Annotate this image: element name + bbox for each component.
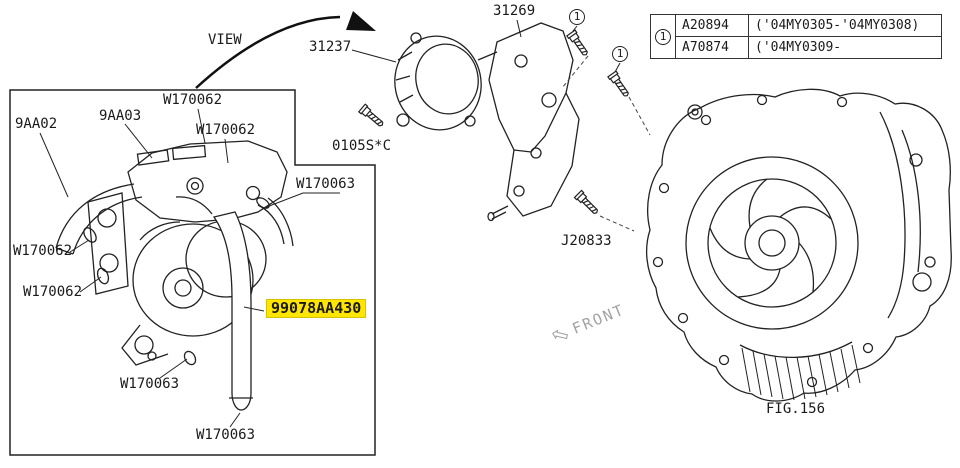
bolt-callout1-a-icon	[566, 29, 588, 56]
highlighted-part-label-99078aa430[interactable]: 99078AA430	[266, 299, 367, 318]
detail-leader-lines	[39, 19, 621, 428]
bolt-j20833-icon	[573, 189, 599, 215]
pump-assembly-drawing	[55, 140, 294, 411]
part-label-w170063-lower[interactable]: W170063	[120, 376, 180, 392]
oil-pump-drawing	[394, 32, 498, 131]
part-label-31269[interactable]: 31269	[493, 3, 536, 19]
part-label-w170062-left2[interactable]: W170062	[23, 284, 83, 300]
bolt-0105s-icon	[357, 103, 384, 127]
part-label-w170063-right[interactable]: W170063	[296, 176, 356, 192]
bolt-callout1-b-icon	[607, 70, 629, 97]
table-applicability: ('04MY0309-	[748, 36, 942, 59]
part-label-w170062-top[interactable]: W170062	[163, 92, 223, 108]
part-label-w170062-mid[interactable]: W170062	[196, 122, 256, 138]
view-arrow	[195, 11, 376, 89]
transmission-case-drawing	[645, 88, 952, 402]
assembly-dashed-lines	[561, 55, 651, 232]
table-applicability: ('04MY0305-'04MY0308)	[748, 14, 942, 37]
callout-1-icon: 1	[655, 28, 671, 45]
part-label-9aa02[interactable]: 9AA02	[15, 116, 58, 132]
bracket-drawing	[487, 22, 580, 222]
part-label-w170063-bottom[interactable]: W170063	[196, 427, 256, 443]
figure-label: FIG.156	[766, 401, 826, 417]
part-label-31237[interactable]: 31237	[309, 39, 352, 55]
part-label-0105s-c[interactable]: 0105S*C	[332, 138, 392, 154]
table-row: 1 A20894 ('04MY0305-'04MY0308)	[650, 14, 942, 59]
callout-1-badge-a: 1	[569, 9, 585, 25]
callout-1-badge-b: 1	[612, 46, 628, 62]
detail-box-outline	[9, 89, 376, 456]
view-label: VIEW	[208, 32, 242, 48]
part-label-9aa03[interactable]: 9AA03	[99, 108, 142, 124]
table-row: A70874 ('04MY0309-	[651, 36, 942, 59]
table-part-number[interactable]: A70874	[675, 36, 749, 59]
part-label-w170062-left1[interactable]: W170062	[13, 243, 73, 259]
part-label-j20833[interactable]: J20833	[561, 233, 612, 249]
table-part-number[interactable]: A20894	[675, 14, 749, 37]
applicability-table: 1 A20894 ('04MY0305-'04MY0308) A70874 ('…	[650, 14, 942, 59]
front-arrow-icon: ⇦	[548, 321, 572, 349]
table-callout-cell: 1	[650, 14, 676, 59]
